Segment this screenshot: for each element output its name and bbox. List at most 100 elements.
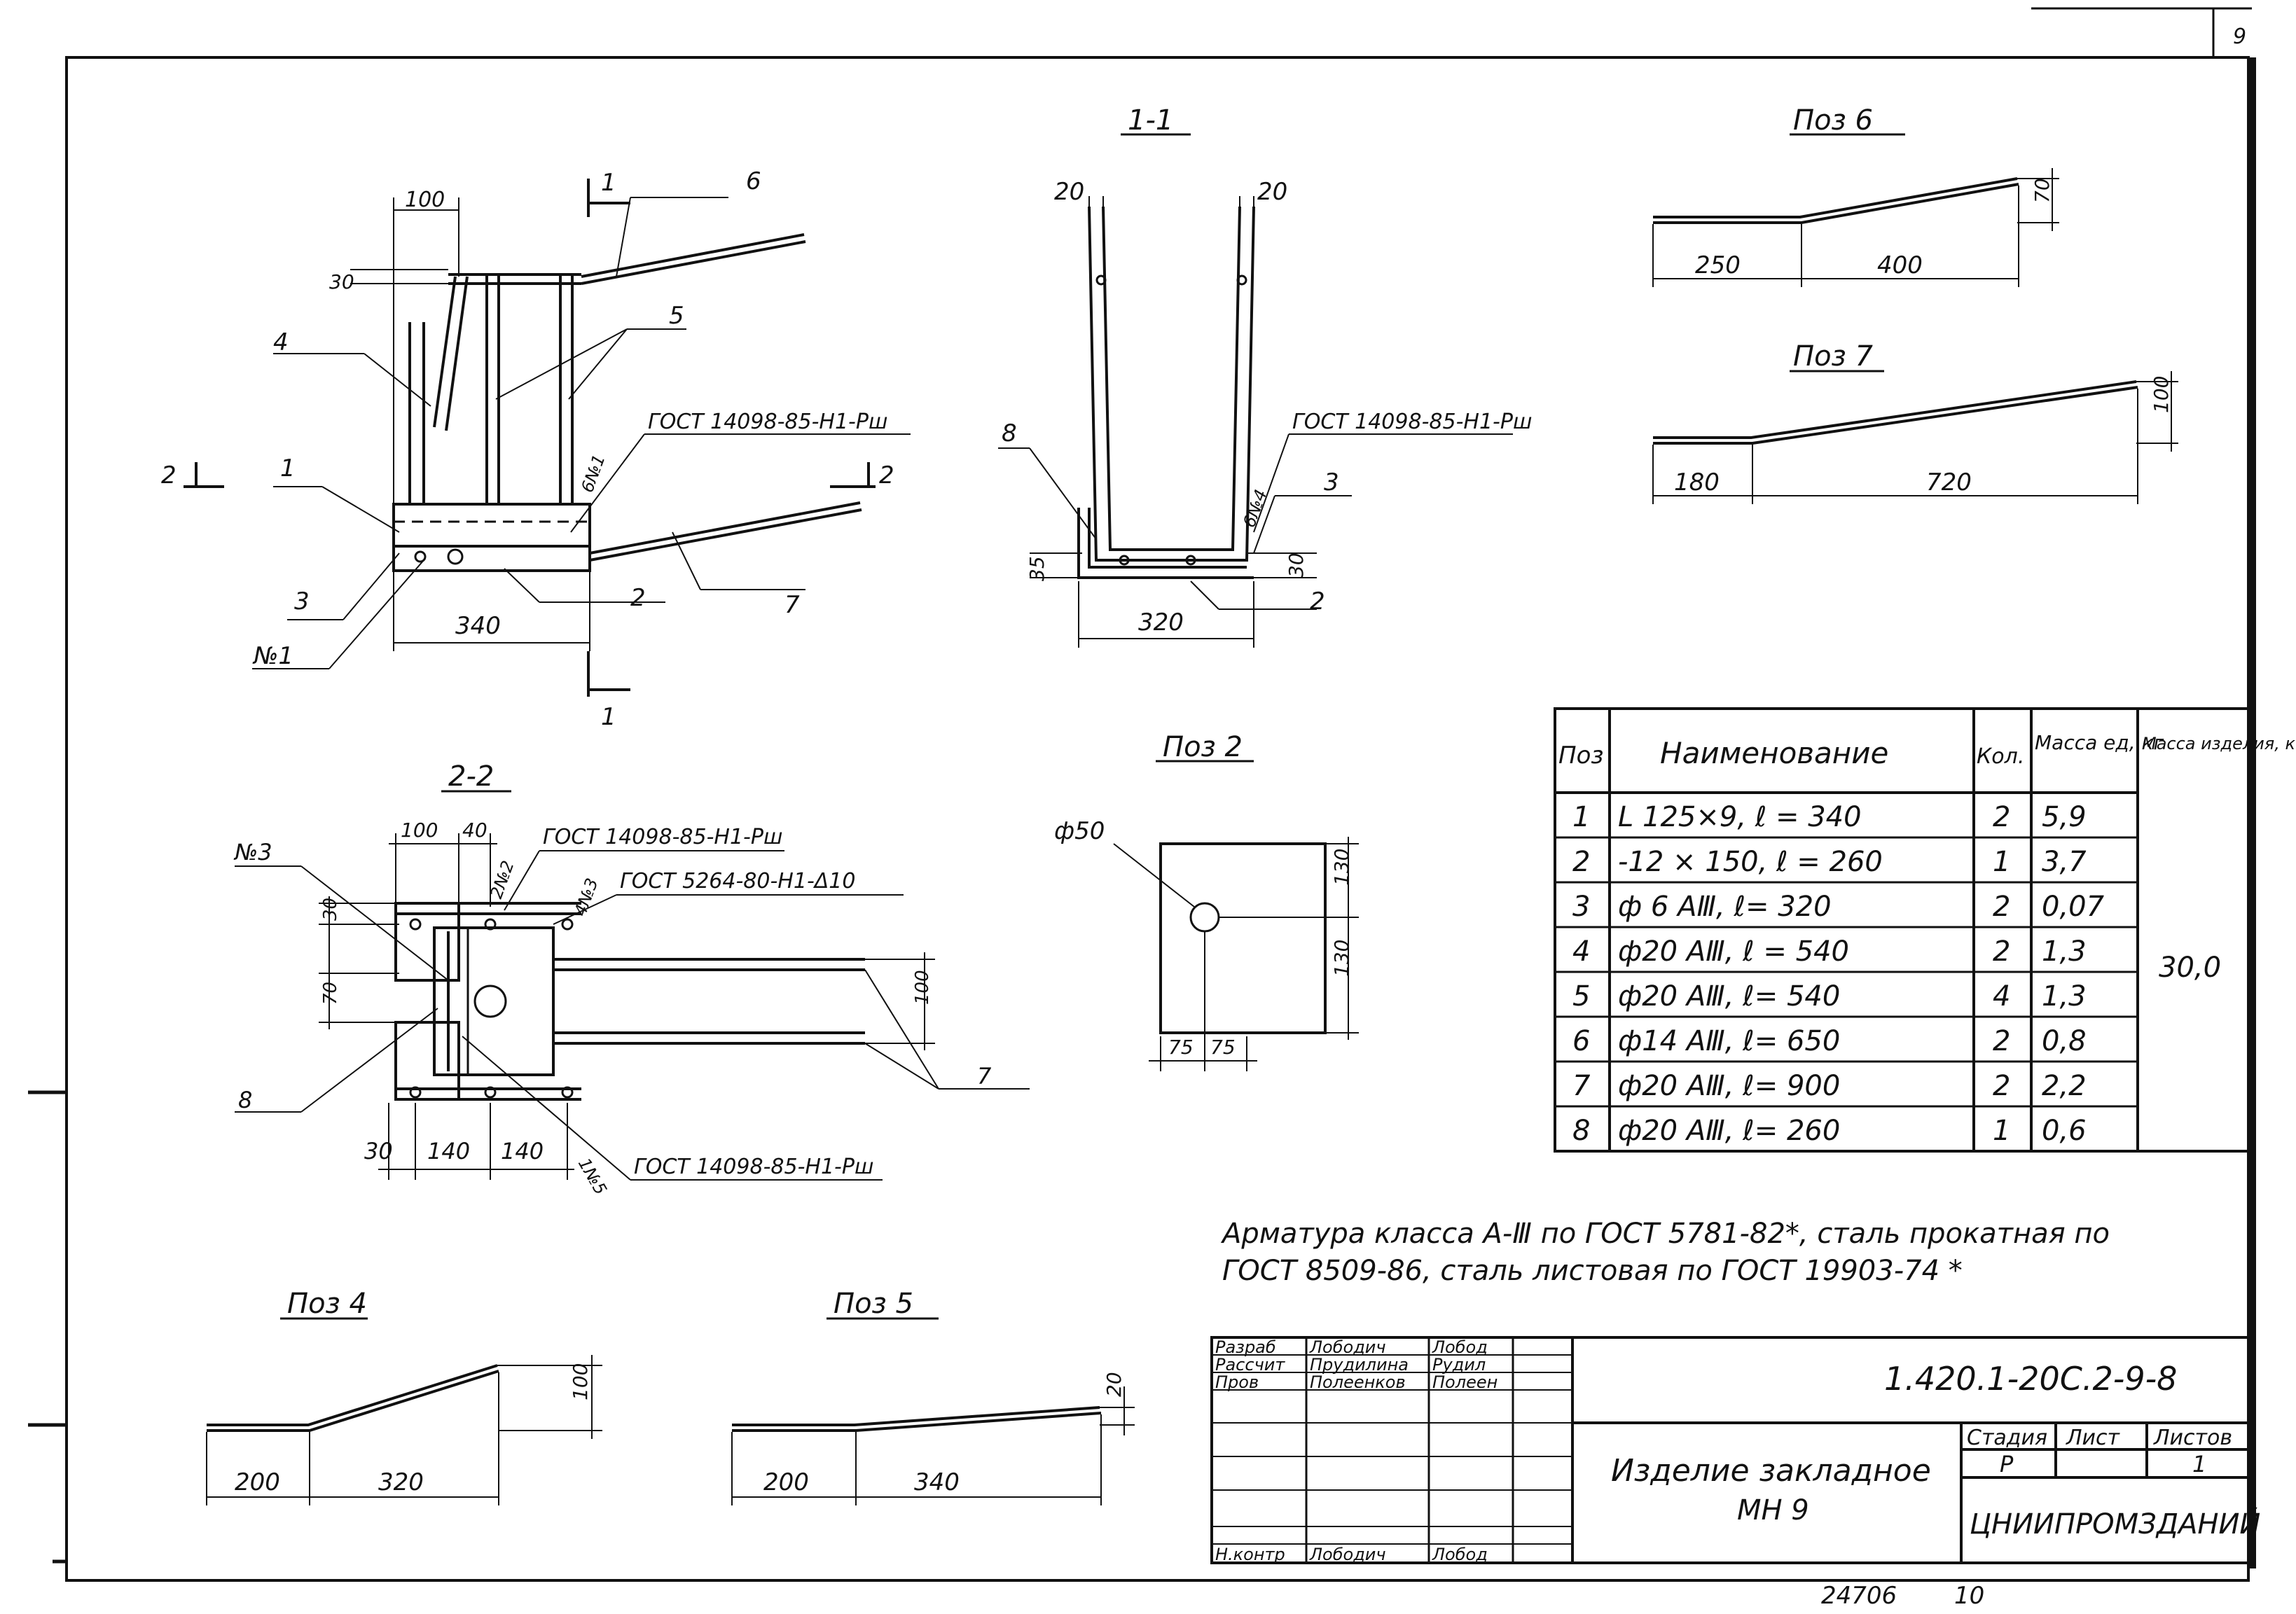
poz-6-title: Поз 6 xyxy=(1793,104,1873,137)
dim-320: 320 xyxy=(1138,608,1184,636)
cut-1-bottom: 1 xyxy=(601,703,616,731)
dim-250: 250 xyxy=(1695,251,1741,279)
weld-6n4: 6№4 xyxy=(1239,487,1271,530)
row6-qty: 2 xyxy=(1993,1025,2010,1057)
poz-6-labels: Поз 6 250 400 70 xyxy=(1695,104,2054,279)
poz-2-labels: Поз 2 ф50 130 130 75 75 xyxy=(1054,731,1353,1059)
dim-130-b: 130 xyxy=(1330,940,1353,977)
row1-name: L 125×9, ℓ = 340 xyxy=(1618,801,1862,833)
hdr-unit-mass: Масса ед, кг xyxy=(2035,731,2164,754)
row5-name: ф20 АⅢ, ℓ= 540 xyxy=(1618,980,1840,1013)
section-2-2-labels: 2-2 100 40 30 70 100 30 140 140 №3 8 7 2… xyxy=(233,760,992,1198)
dim-35: 35 xyxy=(1025,556,1049,581)
poz-6-detail xyxy=(1652,133,2059,287)
pos-3-label-s11: 3 xyxy=(1324,468,1339,496)
row2-qty: 1 xyxy=(1993,846,2010,878)
role-checked: Пров xyxy=(1215,1372,1259,1392)
poz-7-labels: Поз 7 180 720 100 xyxy=(1674,340,2173,496)
row3-qty: 2 xyxy=(1993,891,2010,923)
row2-pos: 2 xyxy=(1572,846,1590,878)
row4-name: ф20 АⅢ, ℓ = 540 xyxy=(1618,935,1849,968)
row7-qty: 2 xyxy=(1993,1070,2010,1102)
dim-720: 720 xyxy=(1926,468,1972,496)
dim-100-s22: 100 xyxy=(401,819,438,842)
poz-7-detail xyxy=(1652,370,2178,504)
weld-1n5: 1№5 xyxy=(574,1155,611,1198)
dim-140-a: 140 xyxy=(427,1138,470,1164)
dim-100-poz7: 100 xyxy=(2150,376,2173,413)
total-mass: 30,0 xyxy=(2159,952,2221,984)
dim-180: 180 xyxy=(1674,468,1720,496)
pos-8-label-s22: 8 xyxy=(238,1087,252,1113)
row5-pos: 5 xyxy=(1572,980,1590,1013)
pos-4-label: 4 xyxy=(273,328,289,356)
row2-name: -12 × 150, ℓ = 260 xyxy=(1618,846,1883,878)
row8-name: ф20 АⅢ, ℓ= 260 xyxy=(1618,1115,1840,1147)
pos-7-label-s22: 7 xyxy=(977,1063,992,1090)
role-calculated: Рассчит xyxy=(1215,1355,1285,1375)
sheet-number: 9 xyxy=(2233,25,2246,49)
hdr-name: Наименование xyxy=(1660,736,1888,770)
dim-200-poz4: 200 xyxy=(235,1468,280,1496)
pos-6-label: 6 xyxy=(746,167,761,195)
dim-40: 40 xyxy=(462,819,487,842)
spec-table-text: Поз Наименование Кол. Масса ед, кг Масса… xyxy=(1558,731,2296,1147)
pos-2-label: 2 xyxy=(630,584,646,612)
poz-4-labels: Поз 4 200 320 100 xyxy=(235,1288,592,1496)
poz-7-title: Поз 7 xyxy=(1793,340,1874,373)
poz-5-title: Поз 5 xyxy=(834,1288,913,1320)
sheets-value: 1 xyxy=(2192,1451,2206,1477)
dim-70: 70 xyxy=(2031,178,2054,203)
hdr-poz: Поз xyxy=(1558,742,1603,770)
dim-30-s22: 30 xyxy=(320,898,341,921)
name-checked: Полеенков xyxy=(1310,1372,1406,1392)
row5-qty: 4 xyxy=(1993,980,2010,1013)
dim-100-bars: 100 xyxy=(912,970,933,1005)
pos-5-label: 5 xyxy=(669,302,684,330)
organization: ЦНИИПРОМЗДАНИЙ xyxy=(1970,1507,2260,1540)
section-2-2 xyxy=(235,790,1030,1181)
row4-qty: 2 xyxy=(1993,935,2010,968)
row1-qty: 2 xyxy=(1993,801,2010,833)
spec-table xyxy=(1554,707,2250,1153)
row8-pos: 8 xyxy=(1572,1115,1590,1147)
poz-2-detail xyxy=(1113,760,1359,1071)
section-1-1-labels: 1-1 20 20 35 30 320 8 3 2 6№4 ГОСТ 14098… xyxy=(1002,104,1532,636)
cut-2-right: 2 xyxy=(879,461,894,489)
row7-mass: 2,2 xyxy=(2042,1070,2087,1102)
sign-norm-control: Лобод xyxy=(1432,1545,1488,1564)
dim-20-right: 20 xyxy=(1257,178,1287,206)
mark-n1: №1 xyxy=(252,642,293,670)
name-calculated: Прудилина xyxy=(1310,1355,1409,1375)
title-block-text: Разраб Лободич Лобод Рассчит Прудилина Р… xyxy=(1215,1337,2260,1564)
row7-pos: 7 xyxy=(1572,1070,1591,1102)
name-norm-control: Лободич xyxy=(1309,1545,1386,1564)
item-name: Изделие закладное xyxy=(1611,1453,1931,1489)
dim-30-right: 30 xyxy=(1285,552,1308,578)
row5-mass: 1,3 xyxy=(2042,980,2087,1013)
doc-code: 1.420.1-20С.2-9-8 xyxy=(1884,1360,2177,1398)
dim-20-left: 20 xyxy=(1054,178,1084,206)
dim-340: 340 xyxy=(455,612,501,640)
row4-pos: 4 xyxy=(1572,935,1590,968)
sign-calculated: Рудил xyxy=(1432,1355,1486,1375)
row8-mass: 0,6 xyxy=(2042,1115,2087,1147)
poz-5-labels: Поз 5 200 340 20 xyxy=(763,1288,1126,1496)
section-1-1 xyxy=(998,133,1513,648)
row1-mass: 5,9 xyxy=(2042,801,2087,833)
poz-4-title: Поз 4 xyxy=(287,1288,367,1320)
cut-2-left: 2 xyxy=(161,461,177,489)
sign-developer: Лобод xyxy=(1432,1337,1488,1357)
dim-130-a: 130 xyxy=(1330,849,1353,886)
name-developer: Лободич xyxy=(1309,1337,1386,1357)
dim-100-poz4: 100 xyxy=(569,1363,592,1400)
note-line-2: ГОСТ 8509-86, сталь листовая по ГОСТ 199… xyxy=(1222,1255,1963,1287)
row3-pos: 3 xyxy=(1572,891,1590,923)
row7-name: ф20 АⅢ, ℓ= 900 xyxy=(1618,1070,1840,1102)
dim-20-poz5: 20 xyxy=(1102,1372,1126,1397)
hdr-qty: Кол. xyxy=(1977,744,2024,769)
poz-4-detail xyxy=(206,1317,602,1505)
row6-name: ф14 АⅢ, ℓ= 650 xyxy=(1618,1025,1840,1057)
dim-70-s22: 70 xyxy=(320,982,341,1005)
row6-mass: 0,8 xyxy=(2042,1025,2087,1057)
